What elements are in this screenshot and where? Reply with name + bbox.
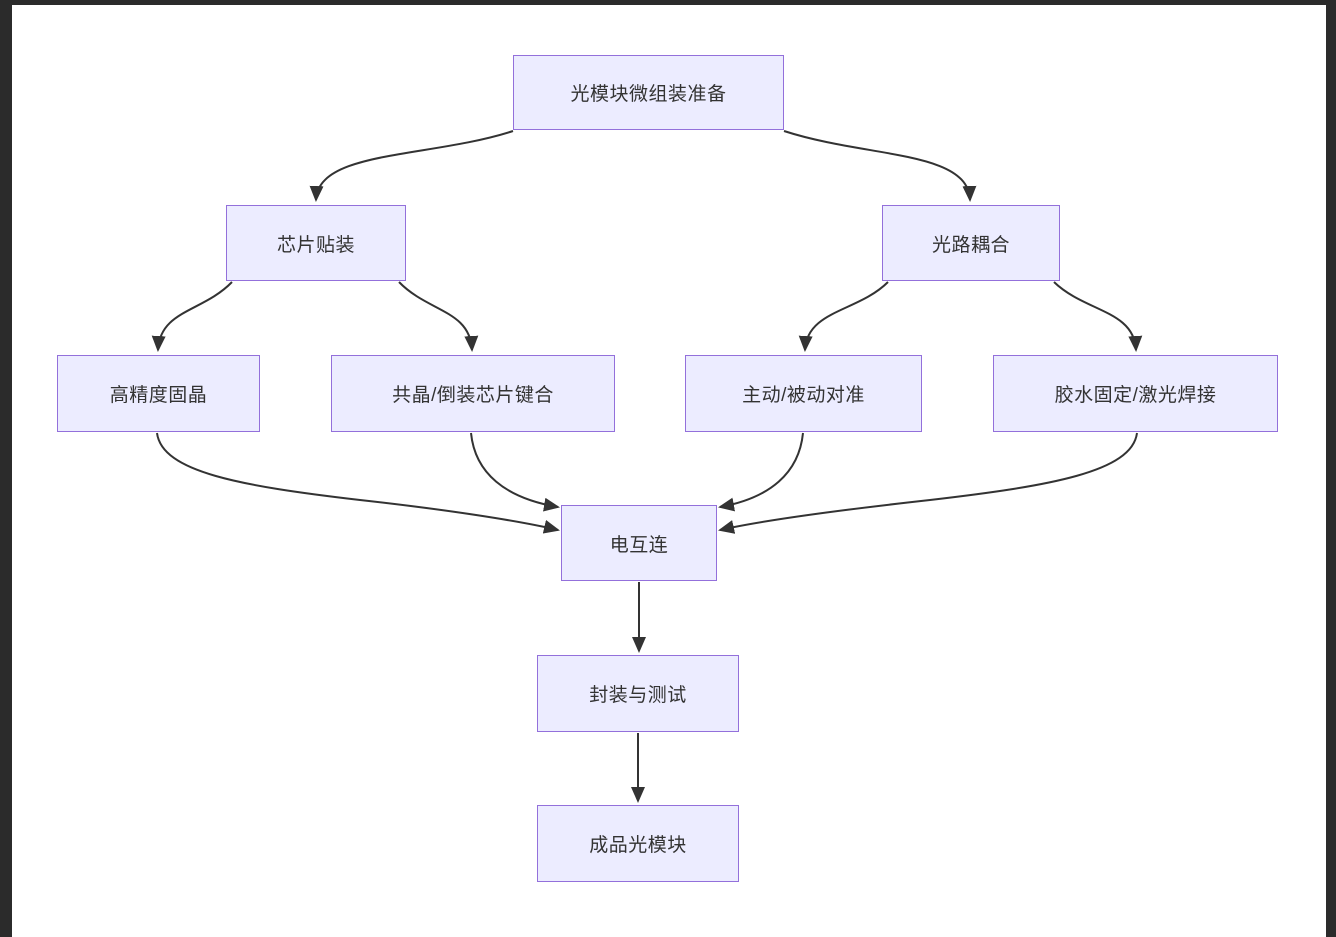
node-active-passive-label: 主动/被动对准 — [742, 385, 865, 406]
node-precision-die-bond-label: 高精度固晶 — [109, 385, 208, 406]
node-precision-die-bond: 高精度固晶 — [57, 355, 260, 432]
node-package-test-label: 封装与测试 — [589, 685, 687, 706]
node-glue-laser-weld-label: 胶水固定/激光焊接 — [1054, 385, 1217, 406]
node-die-attach: 芯片贴装 — [226, 205, 406, 281]
node-package-test: 封装与测试 — [537, 655, 739, 732]
node-prep-label: 光模块微组装准备 — [570, 84, 727, 105]
node-optical-coupling: 光路耦合 — [882, 205, 1060, 281]
node-finished-module-label: 成品光模块 — [589, 835, 687, 856]
node-die-attach-label: 芯片贴装 — [276, 234, 355, 256]
node-finished-module: 成品光模块 — [537, 805, 739, 882]
node-electrical-interconnect: 电互连 — [561, 505, 717, 581]
node-eutectic-flip-chip-label: 共晶/倒装芯片键合 — [392, 385, 554, 406]
node-glue-laser-weld: 胶水固定/激光焊接 — [993, 355, 1278, 432]
node-eutectic-flip-chip: 共晶/倒装芯片键合 — [331, 355, 615, 432]
node-electrical-interconnect-label: 电互连 — [609, 534, 669, 556]
node-active-passive: 主动/被动对准 — [685, 355, 922, 432]
node-prep: 光模块微组装准备 — [513, 55, 784, 130]
node-optical-coupling-label: 光路耦合 — [931, 234, 1010, 256]
diagram-canvas — [12, 5, 1326, 937]
